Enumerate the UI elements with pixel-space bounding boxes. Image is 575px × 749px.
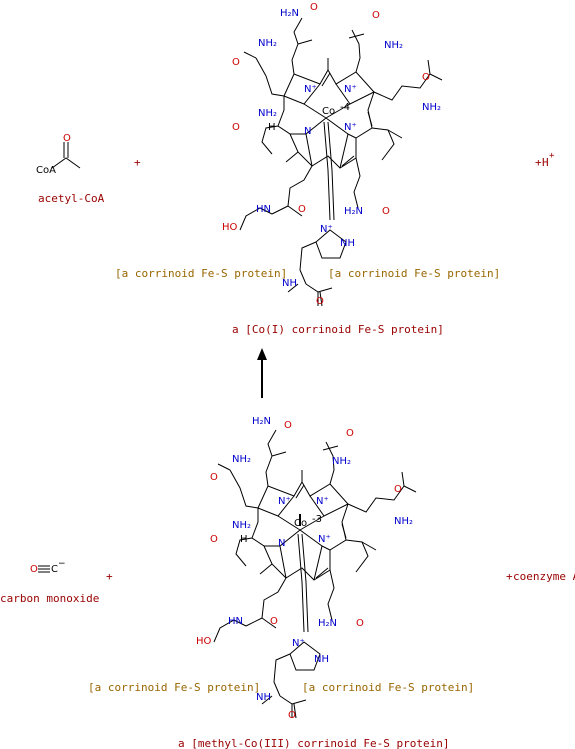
amide-hn-label: HN	[256, 204, 271, 215]
ring-nitrogen: N⁺	[344, 84, 357, 95]
acetyl-coa-name: acetyl-CoA	[38, 192, 105, 205]
imidazole-nh: NH	[340, 238, 355, 249]
amide-nh2-label: NH₂	[232, 520, 251, 531]
amide-h2n-label: H₂N	[252, 416, 271, 427]
top-protein-right: [a corrinoid Fe-S protein]	[328, 267, 500, 280]
amide-oxygen: O	[372, 10, 380, 21]
product-top-name: a [Co(I) corrinoid Fe-S protein]	[232, 323, 444, 336]
carbon-monoxide: O C − carbon monoxide	[0, 559, 99, 605]
amide-nh2-label: NH₂	[384, 40, 403, 51]
amide-oxygen: O	[422, 72, 430, 83]
co-charge: −	[58, 559, 66, 569]
amide-nh2-label: NH₂	[258, 38, 277, 49]
amide-oxygen: O	[210, 472, 218, 483]
hydroxyl-label: HO	[222, 222, 238, 233]
amide-nh2-label: NH₂	[394, 516, 413, 527]
amide-nh2-label: NH₂	[422, 102, 441, 113]
co-carbon: C	[51, 564, 58, 575]
proton-charge: +	[549, 151, 555, 161]
amide-oxygen: O	[310, 2, 318, 13]
acetyl-coa-coa-label: CoA	[36, 165, 56, 176]
amide-nh2-label: NH₂	[232, 454, 251, 465]
cobalt-atom: Co	[322, 106, 335, 117]
co-oxygen: O	[30, 564, 38, 575]
reactant-bottom-name: a [methyl-Co(III) corrinoid Fe-S protein…	[178, 737, 450, 749]
acetyl-coa: CoA O acetyl-CoA	[36, 133, 105, 205]
coenzyme-a-name: coenzyme A	[513, 570, 575, 583]
coenzyme-a-plus: +	[506, 570, 513, 583]
amide-oxygen: O	[284, 420, 292, 431]
co-triple-bond	[38, 565, 50, 573]
imidazole-nh: NH	[314, 654, 329, 665]
backbone-nh: NH	[282, 278, 297, 289]
cobalt-atom: Co	[294, 518, 307, 529]
amide-oxygen: O	[356, 618, 364, 629]
coenzyme-a: + coenzyme A	[506, 570, 575, 583]
ring-nitrogen: N	[278, 538, 285, 549]
ring-nitrogen: N⁺	[316, 496, 329, 507]
hydrogen-label: H	[240, 534, 248, 545]
ring-nitrogen: N⁺	[318, 534, 331, 545]
plus-sign-top: +	[134, 156, 141, 169]
amide-oxygen: O	[346, 428, 354, 439]
ring-nitrogen: N	[304, 126, 311, 137]
methyl-co-iii-corrinoid-structure: H₂N O O NH₂ NH₂ O O NH₂ N⁺ N⁺ Co -3 N N⁺…	[196, 416, 417, 721]
bottom-protein-left: [a corrinoid Fe-S protein]	[88, 681, 260, 694]
hydroxyl-label: HO	[196, 636, 212, 647]
amide-oxygen: O	[298, 204, 306, 215]
amide-nh2-label: NH₂	[258, 108, 277, 119]
plus-sign-bottom: +	[106, 570, 113, 583]
ring-nitrogen: N⁺	[304, 84, 317, 95]
imidazole-nitrogen: N⁺	[320, 224, 333, 235]
amide-oxygen: O	[232, 57, 240, 68]
amide-oxygen: O	[232, 122, 240, 133]
proton: + H +	[535, 151, 555, 169]
ring-nitrogen: N⁺	[344, 122, 357, 133]
amide-oxygen: O	[382, 206, 390, 217]
backbone-oxygen: O	[316, 296, 324, 307]
amide-oxygen: O	[270, 616, 278, 627]
acetyl-coa-bonds	[51, 142, 81, 169]
cobalt-charge: -4	[340, 102, 350, 113]
amide-h2n-label: H₂N	[318, 618, 337, 629]
imidazole-nitrogen: N⁺	[292, 638, 305, 649]
bottom-protein-right: [a corrinoid Fe-S protein]	[302, 681, 474, 694]
backbone-nh: NH	[256, 692, 271, 703]
amide-h2n-label: H₂N	[344, 206, 363, 217]
co-i-corrinoid-structure: H₂N O O NH₂ NH₂ O O NH₂ N⁺ N⁺ Co -4 N N⁺…	[222, 2, 443, 307]
hydrogen-label: H	[268, 122, 276, 133]
amide-hn-label: HN	[228, 616, 243, 627]
amide-h2n-label: H₂N	[280, 8, 299, 19]
amide-oxygen: O	[394, 484, 402, 495]
proton-label: H	[542, 156, 549, 169]
backbone-oxygen: O	[288, 710, 296, 721]
ring-nitrogen: N⁺	[278, 496, 291, 507]
top-protein-left: [a corrinoid Fe-S protein]	[115, 267, 287, 280]
cobalt-charge: -3	[312, 514, 322, 525]
carbon-monoxide-name: carbon monoxide	[0, 592, 99, 605]
amide-nh2-label: NH₂	[332, 456, 351, 467]
acetyl-coa-oxygen: O	[63, 133, 71, 144]
reaction-arrow	[257, 348, 267, 398]
proton-plus: +	[535, 156, 542, 169]
amide-oxygen: O	[210, 534, 218, 545]
